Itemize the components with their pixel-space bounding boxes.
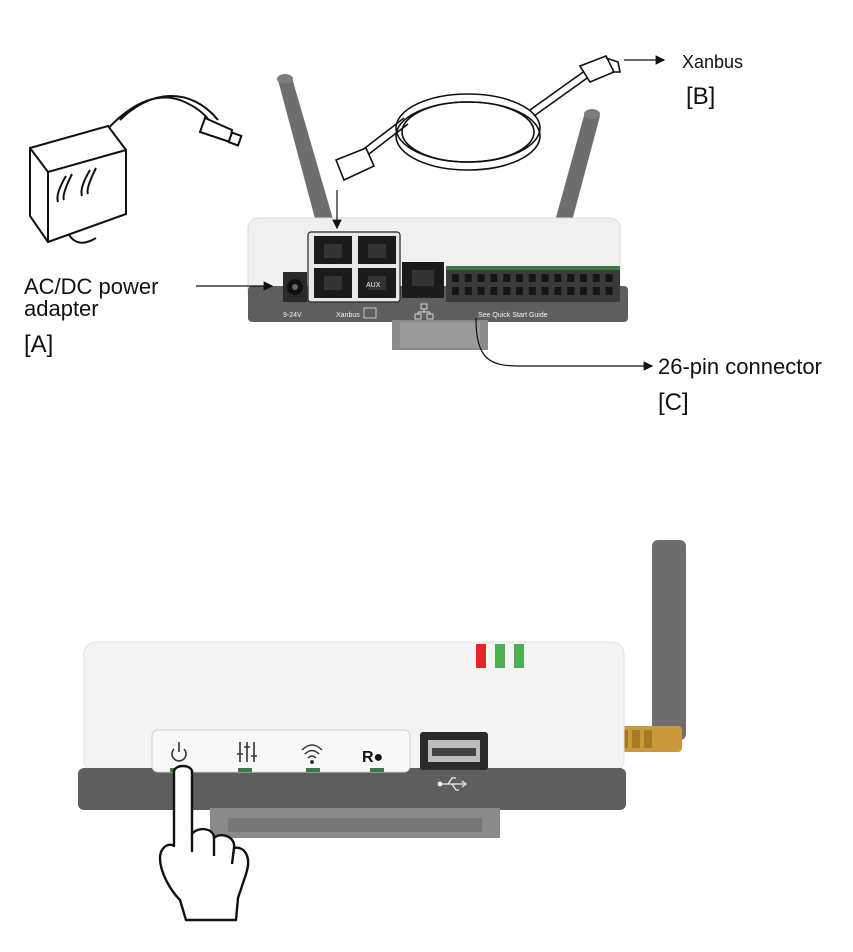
figure-1-top-view: 9-24V AUX Xanbus: [24, 52, 822, 416]
connector-pin: [464, 274, 472, 282]
connector-pin: [580, 287, 587, 295]
adapter-label-line2: adapter: [24, 296, 99, 321]
connector-pin: [592, 287, 600, 295]
right-antenna: [552, 109, 600, 236]
connector-pin: [490, 287, 498, 295]
wifi-icon[interactable]: [301, 744, 323, 764]
connector-pin: [477, 287, 485, 295]
connector-pin: [580, 274, 587, 282]
connector-pin: [592, 274, 600, 282]
guide-label: See Quick Start Guide: [478, 312, 548, 319]
figure-2-front-view: R●: [78, 540, 686, 922]
xanbus-tag: [B]: [686, 83, 715, 110]
connector-pin: [605, 274, 613, 282]
status-led-red: [476, 644, 486, 668]
connector-pin: [477, 274, 485, 282]
ethernet-port[interactable]: [402, 262, 444, 298]
connector-pins: [452, 274, 613, 295]
connector-pin: [554, 287, 562, 295]
gateway-device: 9-24V AUX Xanbus: [247, 217, 628, 350]
adapter-tag: [A]: [24, 331, 53, 358]
xanbus-glyph-icon: [363, 307, 377, 319]
connector-pin: [528, 274, 536, 282]
power-jack: [283, 272, 307, 302]
pointing-hand-icon: [158, 764, 250, 922]
connector-label: 26-pin connector: [658, 354, 822, 379]
usb-icon: [437, 777, 468, 791]
left-antenna: [277, 74, 335, 230]
connector-pin: [528, 287, 536, 295]
connector-pin: [567, 274, 575, 282]
connector-pin: [554, 274, 562, 282]
xanbus-device-label: Xanbus: [336, 312, 360, 319]
xanbus-ports[interactable]: AUX: [307, 231, 401, 303]
connector-pin: [503, 274, 511, 282]
adapter-label-line1: AC/DC power: [24, 274, 158, 299]
connector-pin: [490, 274, 498, 282]
reset-button-label[interactable]: R●: [362, 749, 383, 766]
connector-pin: [567, 287, 575, 295]
status-led-green-2: [514, 644, 524, 668]
side-antenna: [618, 540, 686, 752]
status-led-green-1: [495, 644, 505, 668]
connector-tag: [C]: [658, 389, 689, 416]
connector-pin: [541, 274, 549, 282]
connector-arrow: [475, 317, 654, 371]
usb-port[interactable]: [420, 732, 488, 770]
network-icon: [414, 303, 434, 320]
gateway-base: [78, 768, 626, 810]
connector-pin: [452, 287, 459, 295]
connector-pin: [464, 287, 472, 295]
aux-port-label: AUX: [366, 282, 381, 289]
xanbus-label: Xanbus: [682, 52, 743, 72]
power-adapter-illustration: [29, 95, 243, 244]
connector-pin: [516, 287, 523, 295]
sliders-icon[interactable]: [237, 742, 257, 762]
power-icon[interactable]: [171, 742, 187, 762]
pin-connector-block[interactable]: [446, 266, 620, 302]
connector-pin: [605, 287, 613, 295]
xanbus-cable-illustration: [334, 54, 621, 182]
voltage-label: 9-24V: [283, 312, 302, 319]
connector-pin: [452, 274, 459, 282]
connector-pin: [503, 287, 511, 295]
button-panel: [151, 729, 411, 773]
connector-pin: [541, 287, 549, 295]
connector-pin: [516, 274, 523, 282]
